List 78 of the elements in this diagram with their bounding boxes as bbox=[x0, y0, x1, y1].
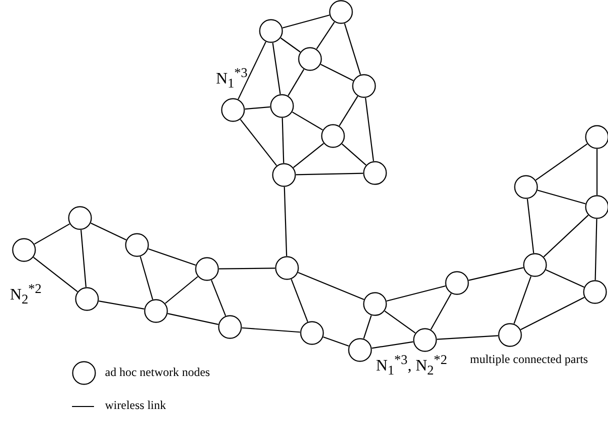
network-node-circle bbox=[275, 256, 299, 280]
link-line bbox=[344, 23, 361, 75]
link-line bbox=[526, 198, 534, 254]
link-line bbox=[372, 341, 414, 349]
link-line bbox=[342, 144, 366, 166]
link-line bbox=[280, 38, 301, 52]
link-line bbox=[98, 300, 144, 310]
link-line bbox=[272, 42, 281, 94]
link-line bbox=[238, 42, 266, 100]
network-node-circle bbox=[413, 328, 437, 352]
link-line bbox=[386, 285, 446, 302]
link-line bbox=[164, 276, 198, 304]
network-node-circle bbox=[144, 299, 168, 323]
link-line bbox=[282, 14, 330, 28]
link-line bbox=[240, 119, 278, 166]
network-node-circle bbox=[445, 271, 469, 295]
link-line bbox=[80, 230, 87, 288]
link-line bbox=[168, 313, 218, 325]
network-node-circle bbox=[348, 338, 372, 362]
link-line bbox=[430, 293, 452, 330]
network-node-circle bbox=[218, 315, 242, 339]
network-node-circle bbox=[329, 0, 353, 24]
network-node-circle bbox=[321, 124, 345, 148]
network-node-circle bbox=[300, 321, 324, 345]
link-line bbox=[546, 269, 584, 288]
link-line bbox=[316, 22, 335, 50]
link-line bbox=[543, 214, 589, 258]
link-line bbox=[284, 186, 288, 256]
link-line bbox=[520, 296, 585, 330]
link-line bbox=[594, 218, 598, 280]
link-line bbox=[514, 276, 532, 324]
legend-text: wireless link bbox=[105, 399, 166, 411]
link-line bbox=[293, 143, 324, 168]
link-line bbox=[436, 335, 498, 340]
link-line bbox=[323, 336, 349, 347]
link-line bbox=[288, 69, 304, 96]
network-node-circle bbox=[195, 257, 219, 281]
network-node-circle bbox=[270, 94, 294, 118]
network-node-circle bbox=[75, 287, 99, 311]
network-node-circle bbox=[298, 47, 322, 71]
network-node-circle bbox=[363, 292, 387, 316]
link-line bbox=[244, 106, 270, 110]
link-line bbox=[320, 64, 354, 82]
link-line bbox=[296, 172, 364, 176]
link-line bbox=[468, 267, 524, 281]
link-line bbox=[384, 310, 416, 334]
link-line bbox=[537, 190, 586, 204]
network-node-circle bbox=[352, 74, 376, 98]
link-line bbox=[140, 256, 154, 300]
link-line bbox=[363, 315, 372, 339]
link-line bbox=[290, 279, 308, 322]
network-node-circle bbox=[68, 206, 92, 230]
network-node-circle bbox=[272, 163, 296, 187]
link-line bbox=[148, 248, 196, 266]
network-node-circle bbox=[523, 253, 547, 277]
network-node-circle bbox=[125, 233, 149, 257]
network-node-circle bbox=[12, 238, 36, 262]
link-line bbox=[33, 256, 78, 292]
link-line bbox=[596, 149, 598, 195]
link-line bbox=[90, 222, 126, 240]
network-node-circle bbox=[221, 98, 245, 122]
network-node-circle bbox=[514, 175, 538, 199]
legend-text: ad hoc network nodes bbox=[105, 366, 210, 378]
link-line bbox=[282, 118, 284, 164]
link-line bbox=[34, 223, 70, 245]
note-text: multiple connected parts bbox=[470, 353, 588, 365]
link-line bbox=[298, 272, 364, 300]
network-node-circle bbox=[498, 323, 522, 347]
link-line bbox=[292, 112, 323, 130]
network-node-circle bbox=[363, 161, 387, 185]
network-node-circle bbox=[583, 280, 607, 304]
network-node-circle bbox=[259, 19, 283, 43]
link-line bbox=[219, 268, 275, 270]
link-line bbox=[364, 98, 374, 162]
link-line bbox=[536, 143, 588, 181]
link-line bbox=[210, 280, 226, 316]
link-line bbox=[338, 96, 358, 126]
link-line bbox=[242, 327, 300, 333]
